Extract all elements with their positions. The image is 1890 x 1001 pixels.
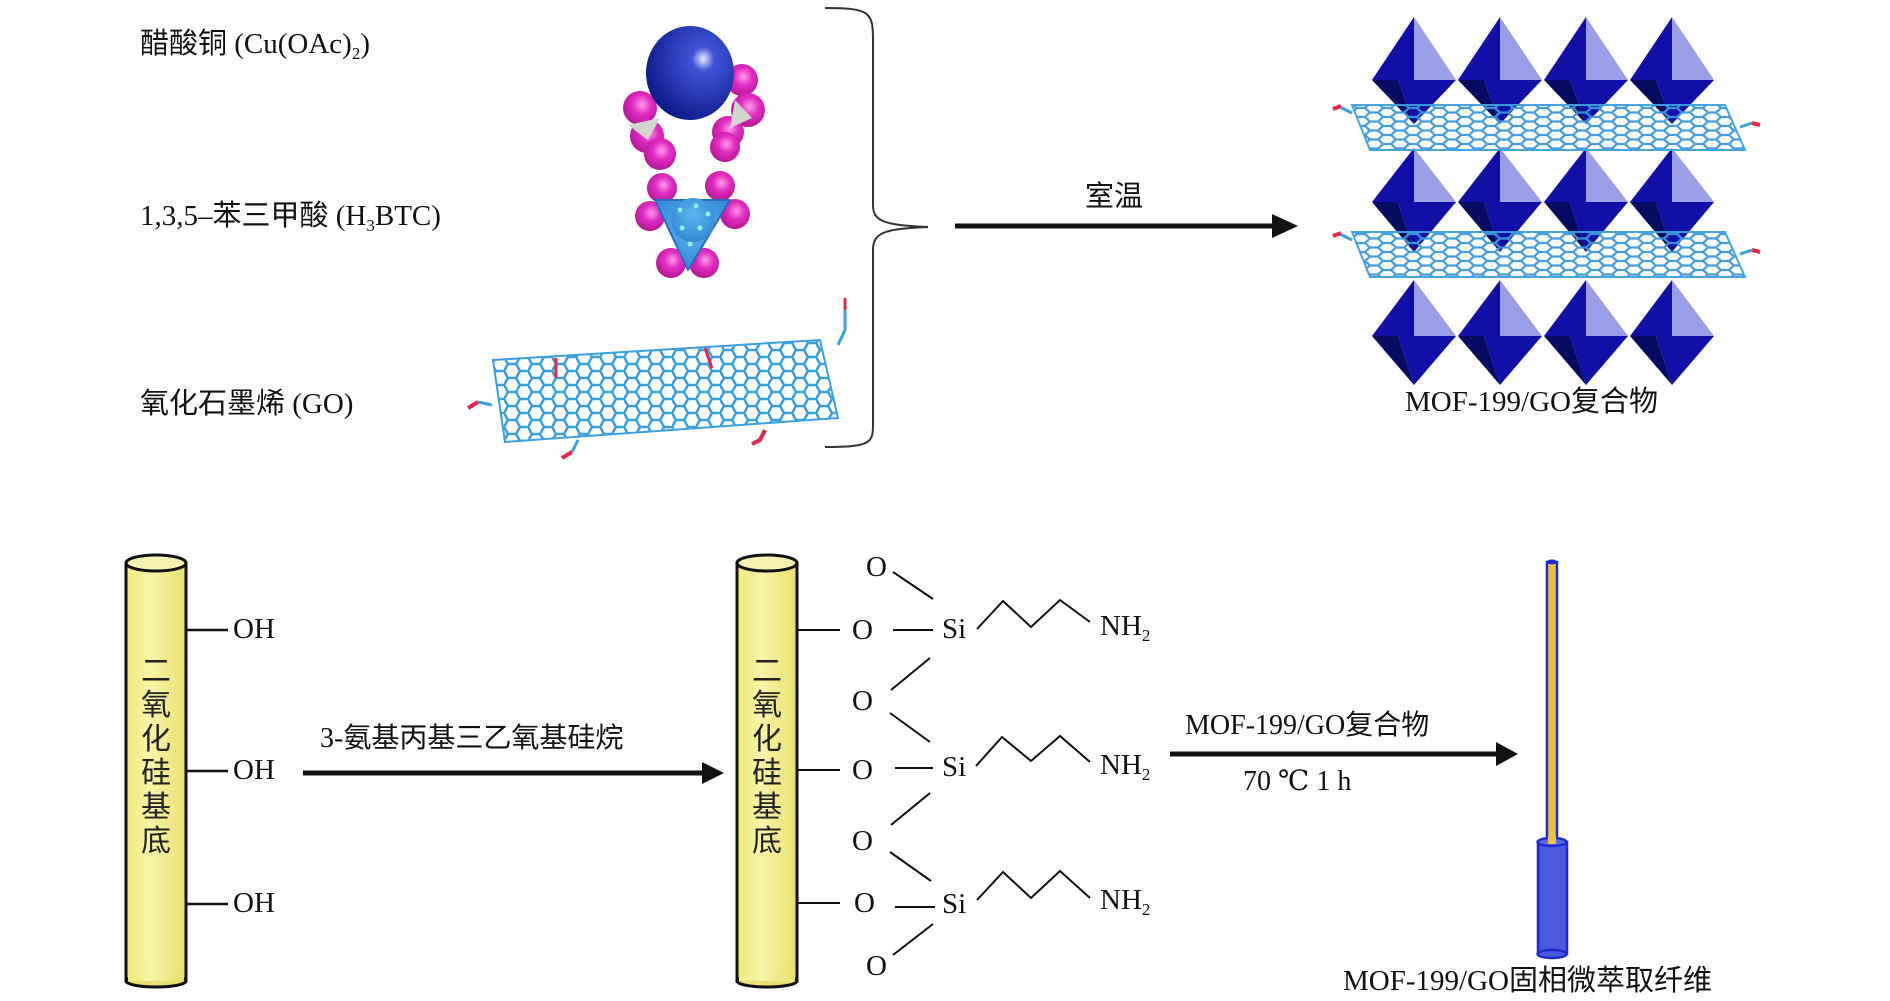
amine-group: NH2 — [1100, 610, 1151, 645]
step2-reagent-label: MOF-199/GO复合物 — [1185, 710, 1430, 741]
btc-molecule-icon — [635, 171, 750, 278]
hydroxyl-group: OH — [233, 887, 275, 919]
graphene-layer — [1350, 104, 1747, 151]
mof-octahedron — [1630, 280, 1714, 385]
silane-bonds — [797, 571, 1091, 956]
grouping-brace — [824, 7, 929, 448]
step1-reagent-label: 3-氨基丙基三乙氧基硅烷 — [320, 723, 624, 754]
room-temperature-arrow — [955, 214, 1298, 238]
step2-condition-label: 70 ℃ 1 h — [1243, 766, 1352, 797]
hydroxyl-group: OH — [233, 613, 275, 645]
reagent-formula: (H3BTC) — [335, 200, 441, 235]
oxygen-atom: O — [854, 887, 875, 919]
mof-go-composite-icon — [1332, 17, 1761, 385]
mof-octahedron — [1372, 148, 1456, 252]
mof-octahedron — [1372, 280, 1456, 385]
hydroxyl-group: OH — [233, 754, 275, 786]
reagent-label-copper-acetate: 醋酸铜 (Cu(OAc)2) — [140, 28, 371, 63]
silica-substrate-cylinder-modified — [735, 553, 799, 989]
silicon-atom: Si — [942, 751, 967, 783]
reagent-label-btc: 1,3,5–苯三甲酸 (H3BTC) — [140, 200, 441, 235]
amine-group: NH2 — [1100, 749, 1151, 784]
mof-octahedron — [1544, 280, 1628, 385]
product-label: MOF-199/GO复合物 — [1405, 386, 1658, 418]
copper-acetate-molecule-icon — [623, 26, 765, 170]
mof-octahedron — [1458, 148, 1542, 252]
oxygen-atom: O — [866, 551, 887, 583]
oxygen-atom: O — [852, 614, 873, 646]
oxygen-atom: O — [852, 825, 873, 857]
graphene-oxide-sheet-icon — [466, 298, 847, 460]
oxygen-atom: O — [852, 754, 873, 786]
reagent-name: 氧化石墨烯 — [140, 388, 286, 420]
reagent-formula: (Cu(OAc)2) — [234, 28, 371, 63]
silicon-atom: Si — [942, 888, 967, 920]
reagent-name: 醋酸铜 — [140, 28, 228, 60]
substrate-label: 二氧化硅基底 — [141, 655, 171, 858]
substrate-label-modified: 二氧化硅基底 — [752, 655, 782, 858]
reagent-name: 1,3,5–苯三甲酸 — [140, 200, 329, 232]
reagent-formula: (GO) — [292, 388, 354, 420]
oxygen-atom: O — [852, 685, 873, 717]
silicon-atom: Si — [942, 613, 967, 645]
graphene-layer — [1350, 231, 1747, 278]
oxygen-atom: O — [866, 950, 887, 982]
amine-group: NH2 — [1100, 884, 1151, 919]
coating-arrow — [1170, 742, 1518, 766]
spme-fiber-icon — [1536, 559, 1569, 960]
mof-octahedron — [1458, 280, 1542, 385]
silica-substrate-cylinder — [124, 553, 188, 989]
reagent-label-go: 氧化石墨烯 (GO) — [140, 390, 353, 419]
arrow-label-room-temperature: 室温 — [1085, 181, 1144, 213]
silanization-arrow — [303, 762, 724, 784]
fiber-label: MOF-199/GO固相微萃取纤维 — [1343, 965, 1712, 997]
